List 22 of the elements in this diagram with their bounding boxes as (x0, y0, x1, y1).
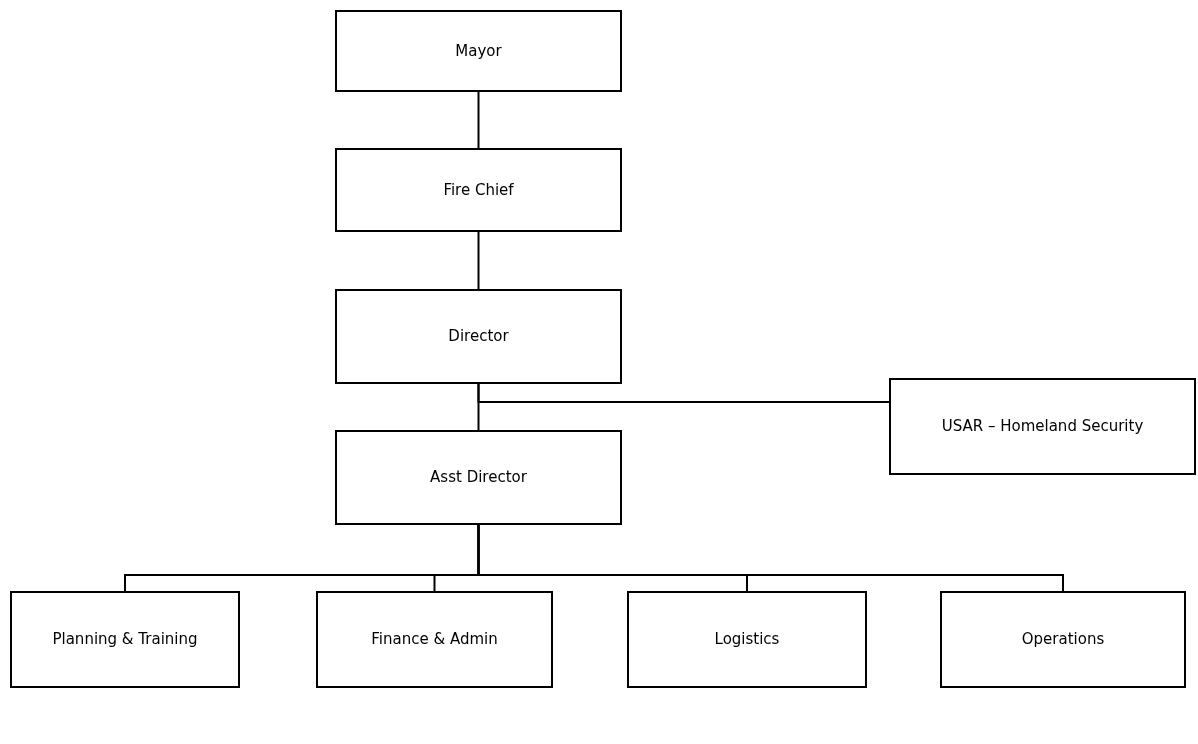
org-box (335, 10, 622, 92)
role-title: Mayor (455, 40, 502, 62)
connector-line (477, 91, 480, 149)
role-title: USAR – Homeland Security (941, 416, 1144, 438)
org-box (335, 289, 622, 384)
role-title: Director (448, 326, 509, 348)
role-title: Asst Director (430, 467, 527, 489)
connector-line (477, 524, 1064, 592)
org-box (627, 591, 867, 688)
org-box (316, 591, 553, 688)
org-box (335, 148, 622, 232)
org-box (335, 430, 622, 525)
org-box (889, 378, 1196, 475)
role-title: Planning & Training (52, 629, 198, 651)
role-title: Logistics (714, 629, 780, 651)
org-box (10, 591, 240, 688)
role-title: Operations (1021, 629, 1105, 651)
connector-line (477, 383, 890, 403)
role-title: Fire Chief (443, 179, 514, 201)
org-box (940, 591, 1186, 688)
role-title: Finance & Admin (371, 629, 498, 651)
connector-line (477, 231, 480, 290)
